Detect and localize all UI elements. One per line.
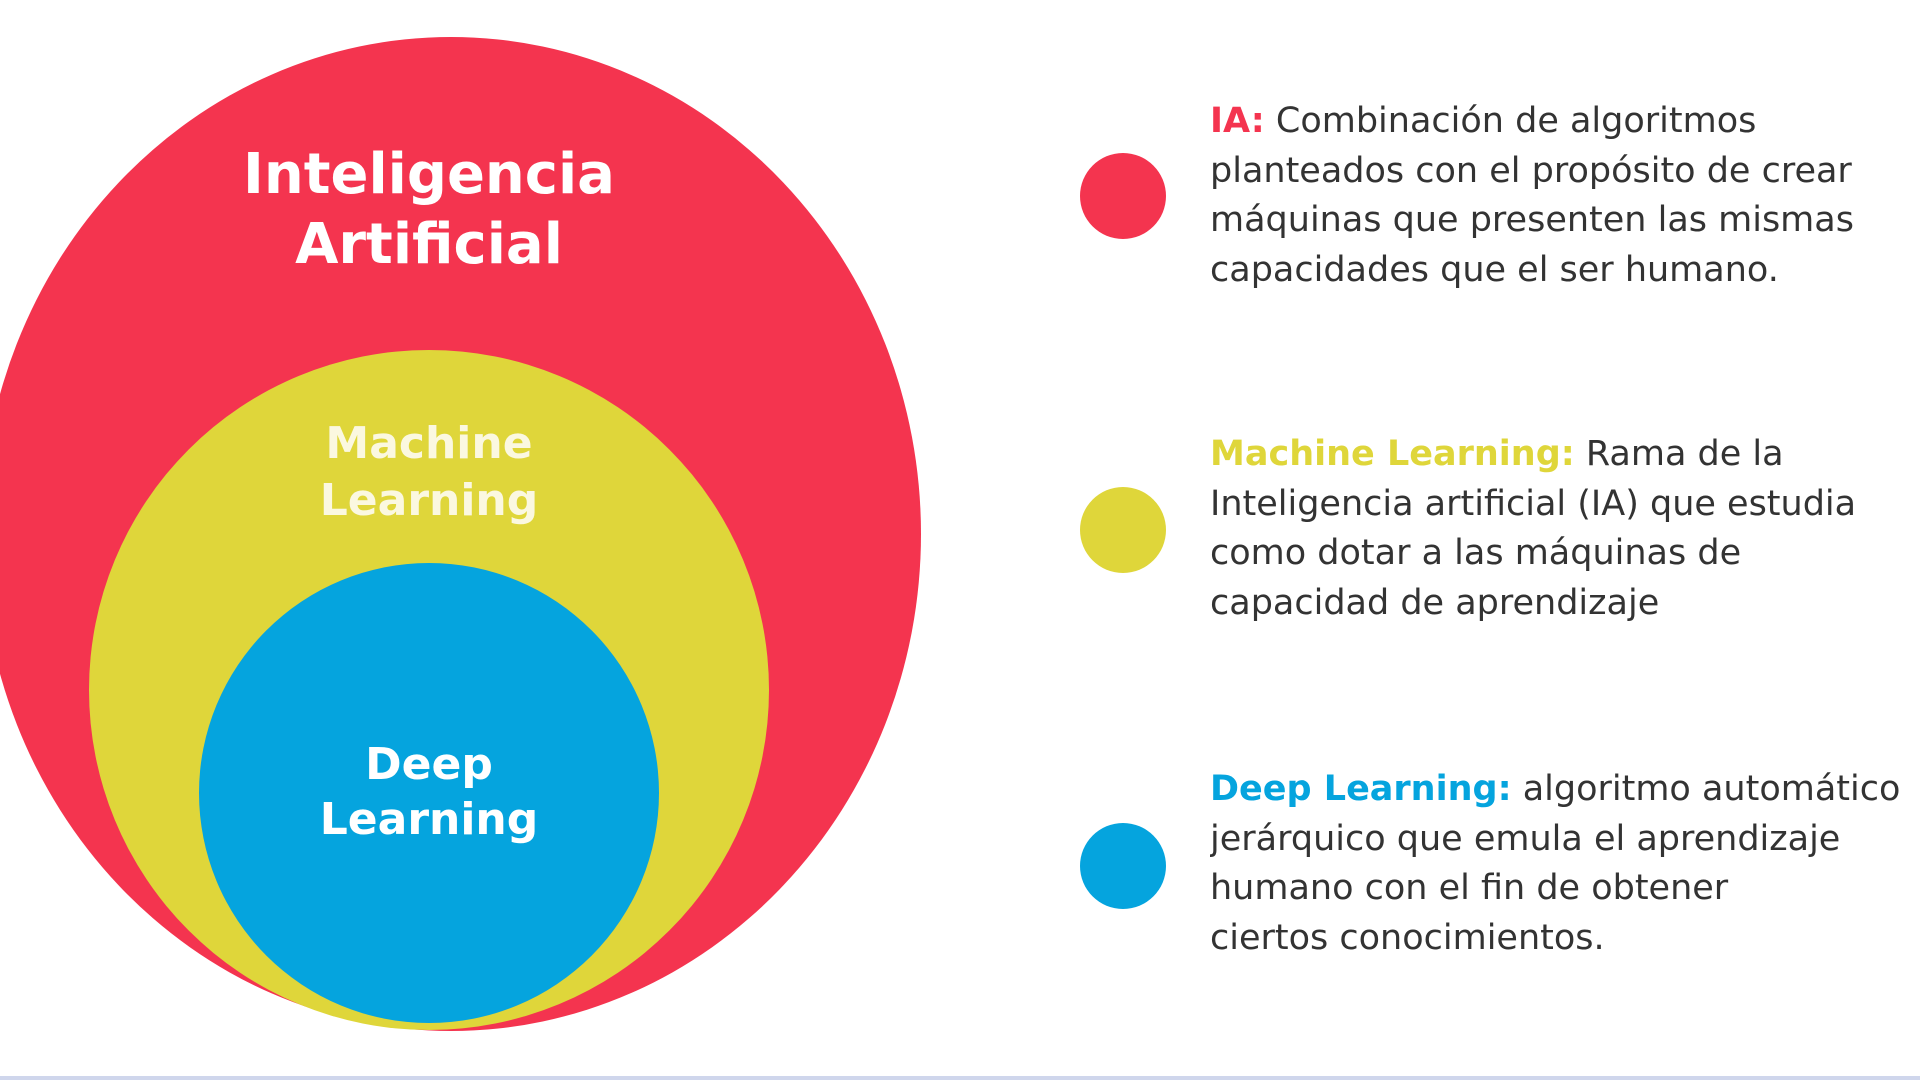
label-line: Learning bbox=[319, 475, 539, 526]
machine-learning-description: Machine Learning: Rama de la Inteligenci… bbox=[1210, 430, 1920, 628]
desc-line: humano con el fin de obtener bbox=[1210, 868, 1729, 908]
label-line: Deep bbox=[365, 739, 493, 790]
desc-line: Inteligencia artificial (IA) que estudia bbox=[1210, 483, 1857, 524]
term: Deep Learning: bbox=[1210, 769, 1512, 809]
ia-legend-dot bbox=[1080, 153, 1166, 239]
deep-learning-circle bbox=[199, 563, 659, 1023]
desc-line: planteados con el propósito de crear bbox=[1210, 150, 1852, 191]
desc-line: jerárquico que emula el aprendizaje bbox=[1210, 818, 1841, 859]
desc-line: máquinas que presenten las mismas bbox=[1210, 200, 1854, 240]
ia-circle-label: Inteligencia Artificial bbox=[129, 140, 729, 280]
term: IA: bbox=[1210, 101, 1265, 141]
ia-description: IA: Combinación de algoritmos planteados… bbox=[1210, 97, 1920, 295]
label-line: Learning bbox=[319, 794, 539, 845]
deep-learning-circle-label: Deep Learning bbox=[129, 737, 729, 847]
desc-line: algoritmo automático bbox=[1511, 769, 1901, 809]
machine-learning-legend-dot bbox=[1080, 487, 1166, 573]
desc-line: como dotar a las máquinas de bbox=[1210, 533, 1742, 573]
desc-line: Combinación de algoritmos bbox=[1264, 101, 1757, 141]
label-line: Artificial bbox=[295, 212, 563, 277]
term: Machine Learning: bbox=[1210, 434, 1575, 474]
desc-line: capacidad de aprendizaje bbox=[1210, 582, 1660, 623]
desc-line: ciertos conocimientos. bbox=[1210, 917, 1605, 958]
desc-line: capacidades que el ser humano. bbox=[1210, 249, 1779, 290]
deep-learning-description: Deep Learning: algoritmo automático jerá… bbox=[1210, 765, 1920, 963]
label-line: Machine bbox=[325, 418, 533, 469]
bottom-border bbox=[0, 1076, 1920, 1080]
label-line: Inteligencia bbox=[243, 142, 615, 207]
machine-learning-circle-label: Machine Learning bbox=[129, 415, 729, 529]
desc-line: Rama de la bbox=[1574, 434, 1784, 474]
deep-learning-legend-dot bbox=[1080, 823, 1166, 909]
